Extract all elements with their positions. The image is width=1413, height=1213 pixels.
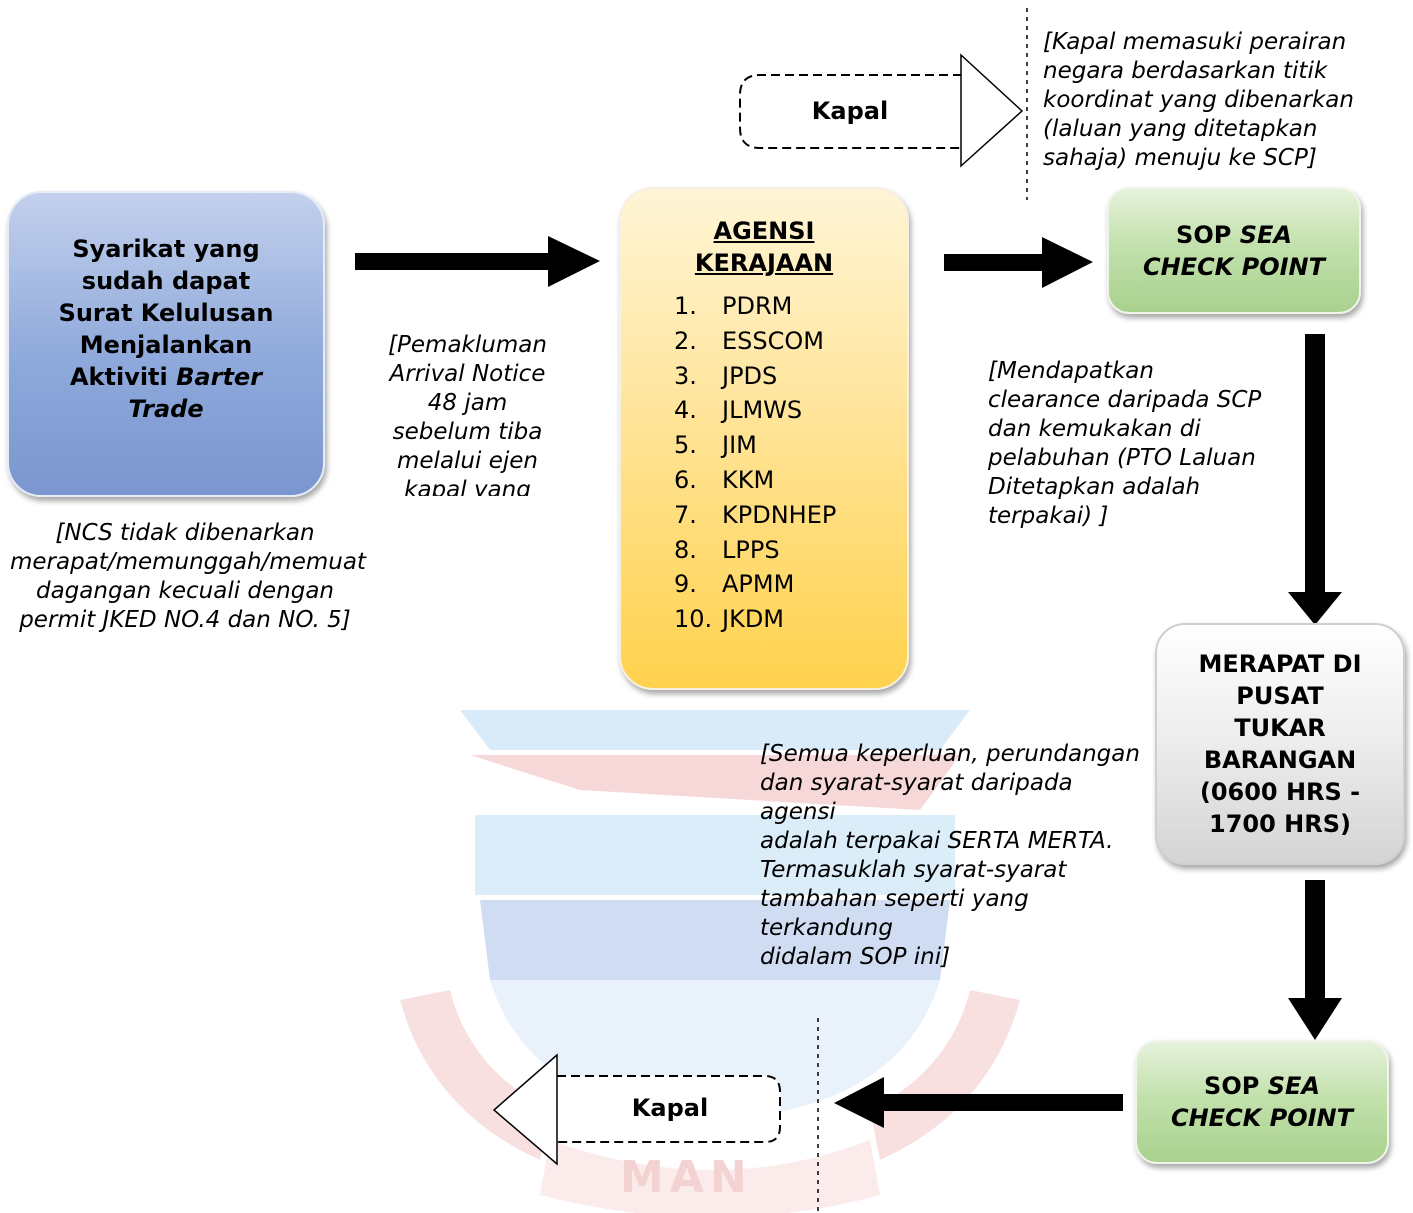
scp-top-line-2: CHECK POINT (1142, 252, 1326, 281)
arrow-agency-to-scp (944, 237, 1093, 288)
company-line-6: Trade (128, 393, 203, 425)
clearance-note-line-6: terpakai) ] (988, 503, 1109, 529)
agency-item: 7.KPDNHEP (674, 500, 837, 529)
arrival-note-line-5: melalui ejen (397, 448, 538, 474)
requirements-note-line-3: adalah terpakai SERTA MERTA. (760, 828, 1114, 854)
arrow-company-to-agency (355, 236, 600, 287)
company-note-line-4: permit JKED NO.4 dan NO. 5] (19, 607, 351, 633)
agency-item: 3.JPDS (674, 361, 778, 390)
agency-item: 2.ESSCOM (674, 326, 824, 355)
agency-item: 8.LPPS (674, 535, 780, 564)
requirements-note-line-6: didalam SOP ini] (760, 944, 951, 970)
company-box: Syarikat yang sudah dapat Surat Kelulusa… (7, 191, 325, 497)
company-line-2: sudah dapat (81, 267, 251, 295)
requirements-note-line-5: tambahan seperti yang terkandung (760, 886, 1029, 941)
scp-bottom-box: SOP SEA CHECK POINT (1135, 1040, 1389, 1164)
scp-top-box: SOP SEA CHECK POINT (1107, 187, 1361, 314)
agency-item: 9.APMM (674, 570, 795, 599)
company-line-3: Surat Kelulusan (58, 299, 274, 327)
agency-item: 1.PDRM (674, 292, 793, 320)
agency-item: 4.JLMWS (674, 396, 803, 425)
clearance-note-line-2: clearance daripada SCP (988, 387, 1262, 413)
merapat-line-6: 1700 HRS) (1209, 810, 1351, 838)
merapat-line-5: (0600 HRS - (1199, 778, 1361, 806)
company-line-5: Aktiviti Barter (70, 361, 262, 393)
company-line-6-text: Trade (128, 395, 204, 423)
agency-item: 10.JKDM (674, 605, 785, 634)
requirements-note-line-1: [Semua keperluan, perundangan (760, 741, 1140, 767)
arrival-note-line-3: 48 jam (427, 390, 508, 416)
agency-title-2: KERAJAAN (694, 249, 834, 277)
ship-note: [Kapal memasuki perairan negara berdasar… (1043, 28, 1403, 173)
agency-item: 5.JIM (674, 431, 757, 460)
arrow-scp-to-merapat (1288, 334, 1342, 625)
company-line-5a: Aktiviti (69, 363, 177, 391)
company-line-1: Syarikat yang (72, 235, 260, 263)
clearance-note: [Mendapatkan clearance daripada SCP dan … (988, 357, 1288, 531)
clearance-note-line-3: dan kemukakan di (988, 416, 1201, 442)
agency-item: 6.KKM (674, 465, 775, 494)
merapat-line-2: PUSAT (1236, 682, 1324, 710)
ship-note-line-4: (laluan yang ditetapkan (1043, 116, 1318, 142)
arrival-note-line-4: sebelum tiba (392, 419, 543, 445)
ship-top-shape (739, 53, 1024, 168)
arrival-note-line-1: [Pemakluman (388, 332, 547, 358)
arrow-merapat-to-scp (1288, 880, 1342, 1040)
requirements-note-line-4: Termasuklah syarat-syarat (760, 857, 1067, 883)
clearance-note-line-1: [Mendapatkan (988, 358, 1154, 384)
merapat-line-1: MERAPAT DI (1198, 650, 1362, 678)
arrival-note-line-6: kapal yang (404, 477, 531, 496)
merapat-line-3: TUKAR (1234, 714, 1326, 742)
company-note: [NCS tidak dibenarkan merapat/memunggah/… (10, 519, 366, 635)
ship-note-line-2: negara berdasarkan titik (1043, 58, 1328, 84)
company-note-line-2: merapat/memunggah/memuat (10, 549, 366, 575)
scp-bottom-line-2: CHECK POINT (1170, 1104, 1354, 1132)
clearance-note-line-5: Ditetapkan adalah (988, 474, 1201, 500)
ship-note-line-1: [Kapal memasuki perairan (1043, 29, 1347, 55)
ship-note-line-5: sahaja) menuju ke SCP] (1043, 145, 1317, 171)
ship-note-line-3: koordinat yang dibenarkan (1043, 87, 1354, 113)
merapat-line-4: BARANGAN (1203, 746, 1357, 774)
watermark-text: MAN (620, 1152, 753, 1203)
company-note-line-1: [NCS tidak dibenarkan (55, 520, 315, 546)
arrival-note-line-2: Arrival Notice (389, 361, 546, 387)
company-line-4: Menjalankan (79, 331, 253, 359)
agency-title-1: AGENSI (713, 217, 815, 245)
requirements-note: [Semua keperluan, perundangan dan syarat… (760, 740, 1150, 972)
requirements-note-line-2: dan syarat-syarat daripada agensi (760, 770, 1073, 825)
ship-top-label: Kapal (811, 97, 889, 125)
merapat-box: MERAPAT DI PUSAT TUKAR BARANGAN (0600 HR… (1155, 623, 1405, 865)
arrival-note: [Pemakluman Arrival Notice 48 jam sebelu… (380, 331, 555, 496)
company-note-line-3: dagangan kecuali dengan (35, 578, 335, 604)
ship-bottom-shape (492, 1053, 781, 1166)
scp-top-line-1: SOP SEA (1176, 220, 1292, 249)
clearance-note-line-4: pelabuhan (PTO Laluan (988, 445, 1256, 471)
ship-bottom-label: Kapal (631, 1094, 709, 1122)
scp-bottom-line-1: SOP SEA (1204, 1072, 1320, 1100)
agency-box: AGENSI KERAJAAN 1.PDRM 2.ESSCOM 3.JPDS 4… (619, 187, 909, 690)
company-line-5b: Barter (176, 363, 263, 391)
arrow-scp-to-ship (834, 1077, 1123, 1128)
agency-list: 1.PDRM 2.ESSCOM 3.JPDS 4.JLMWS 5.JIM 6.K… (674, 289, 854, 637)
